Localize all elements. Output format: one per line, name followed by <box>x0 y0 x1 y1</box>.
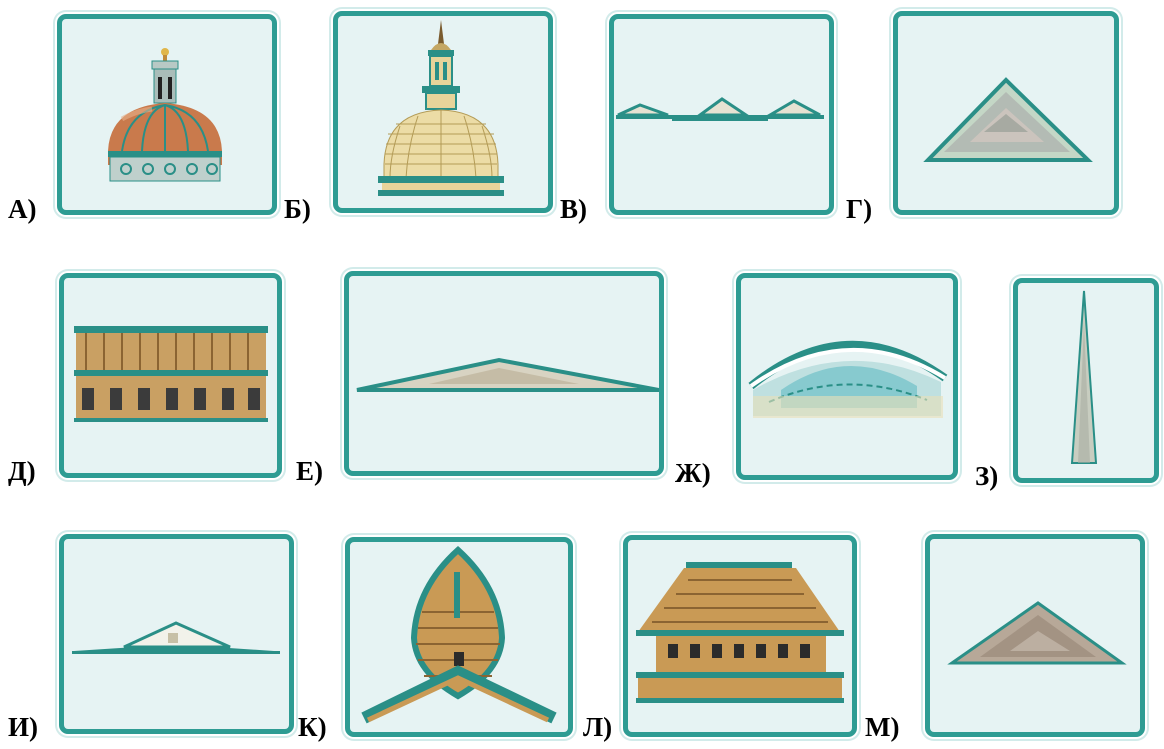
label-b: Б) <box>284 194 311 224</box>
spire-icon <box>1070 290 1098 464</box>
label-m: М) <box>865 712 900 742</box>
low-gable-icon <box>72 621 280 654</box>
onion-roof-icon <box>361 545 557 724</box>
label-i: И) <box>8 712 38 742</box>
wooden-house-icon <box>636 562 844 703</box>
label-z: З) <box>975 461 999 491</box>
card-zh-arched-roof[interactable] <box>736 273 958 480</box>
golden-dome-icon <box>378 20 504 196</box>
card-g-pediment[interactable] <box>893 11 1119 215</box>
flat-gable-icon <box>356 357 659 392</box>
gable-row-icon <box>616 97 824 121</box>
copper-dome-icon <box>108 48 222 182</box>
arch-roof-icon <box>748 341 948 418</box>
stone-gable-icon <box>947 601 1127 665</box>
triangle-pediment-icon <box>923 77 1093 162</box>
card-a-dome-with-lantern[interactable] <box>57 14 277 215</box>
label-k: К) <box>298 712 327 742</box>
label-g: Г) <box>846 194 873 224</box>
card-i-low-pediment[interactable] <box>59 534 294 734</box>
card-k-onion-roof[interactable] <box>345 537 573 737</box>
card-m-stone-gable[interactable] <box>925 534 1145 737</box>
wooden-gallery-icon <box>74 326 268 422</box>
card-e-flat-pediment[interactable] <box>344 271 664 476</box>
card-b-golden-dome[interactable] <box>333 11 553 213</box>
label-l: Л) <box>583 712 613 742</box>
label-a: А) <box>8 194 37 224</box>
label-zh: Ж) <box>675 458 711 488</box>
card-l-wooden-house[interactable] <box>623 535 857 737</box>
label-d: Д) <box>8 456 36 486</box>
label-v: В) <box>560 194 587 224</box>
card-z-spire[interactable] <box>1013 278 1159 483</box>
card-v-low-gables[interactable] <box>609 14 834 215</box>
label-e: Е) <box>296 456 323 486</box>
card-d-wooden-gallery[interactable] <box>59 273 282 478</box>
